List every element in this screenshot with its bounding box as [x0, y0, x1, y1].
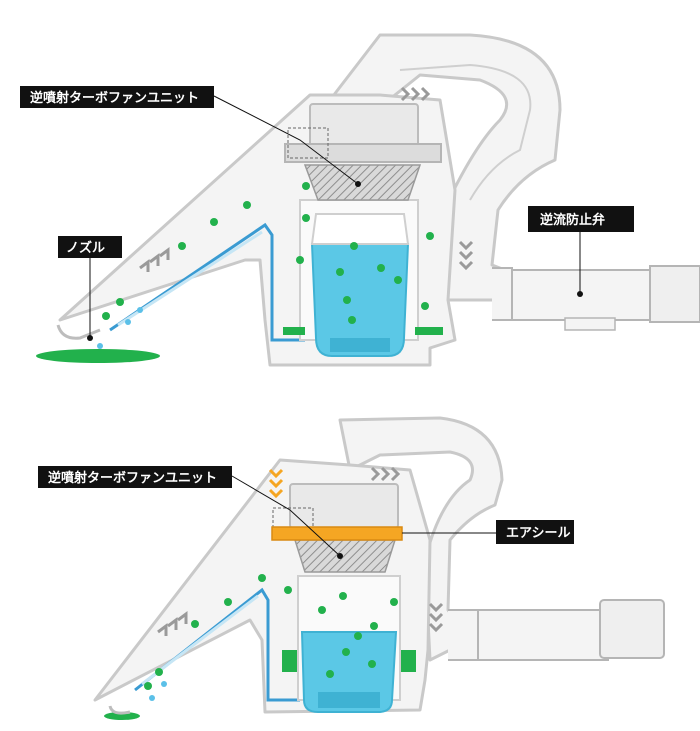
airflow-arrows-orange: [268, 468, 284, 499]
callout-air-seal: エアシール: [402, 520, 574, 544]
floor-dust-puddle: [36, 349, 160, 363]
bottom-diagram: 逆噴射ターボファンユニット エアシール: [38, 416, 665, 720]
top-diagram: 逆噴射ターボファンユニット ノズル 逆流防止弁: [20, 33, 700, 367]
callout-fan-unit-bottom: 逆噴射ターボファンユニット: [38, 466, 343, 559]
dust-particles-top: [97, 182, 434, 349]
label-nozzle: ノズル: [66, 240, 105, 256]
label-fan-unit-bottom: 逆噴射ターボファンユニット: [48, 470, 217, 486]
extension-pipe-bottom: [448, 599, 665, 661]
airflow-arrows-gray-bottom: [157, 466, 444, 636]
air-seal-ring: [271, 526, 403, 541]
callout-nozzle: ノズル: [58, 236, 122, 341]
label-air-seal: エアシール: [506, 526, 570, 541]
turbo-fan-unit: [284, 103, 442, 201]
intake-tube: [109, 222, 305, 342]
label-fan-unit-top: 逆噴射ターボファンユニット: [30, 90, 199, 106]
floor-dust-puddle-small: [104, 712, 140, 720]
extension-pipe: [492, 265, 700, 331]
callout-fan-unit-top: 逆噴射ターボファンユニット: [20, 86, 361, 187]
dust-particles-bottom: [144, 574, 398, 701]
callout-check-valve: 逆流防止弁: [528, 206, 634, 297]
airflow-arrows-gray: [139, 86, 474, 272]
nozzle-tip: [56, 324, 101, 340]
label-check-valve: 逆流防止弁: [540, 212, 605, 228]
